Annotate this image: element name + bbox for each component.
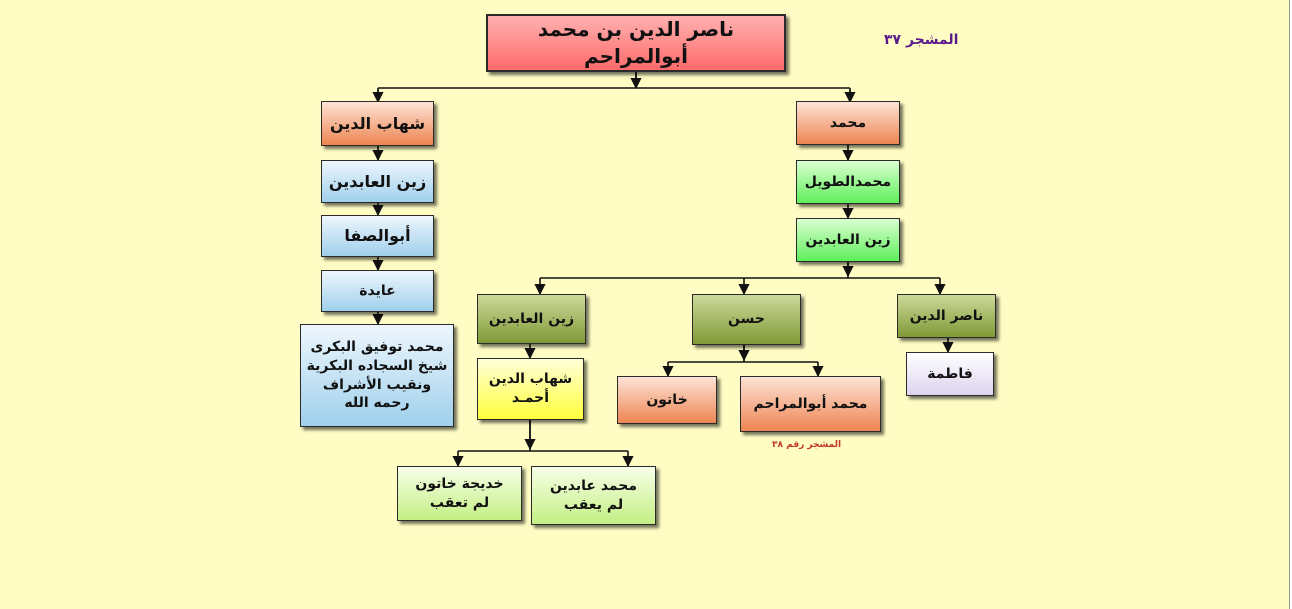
connector-shihab2-split xyxy=(458,420,628,452)
connector-zain-split xyxy=(540,262,940,279)
node-muhammad-al-tawil: محمدالطويل xyxy=(796,160,900,204)
connector-hasan-split xyxy=(668,345,818,363)
node-muhammad-tawfiq: محمد توفيق البكرى شيخ السجاده البكرية ون… xyxy=(300,324,454,427)
node-hasan: حسن xyxy=(692,294,801,345)
node-muhammad: محمد xyxy=(796,101,900,145)
note-chart-38: المشجر رقم ٣٨ xyxy=(772,440,842,450)
node-aida: عايدة xyxy=(321,270,434,312)
chart-number-label: المشجر ٣٧ xyxy=(884,32,959,48)
node-fatima: فاطمة xyxy=(906,352,994,396)
node-shihab-al-din-ahmad: شهاب الدين أحمـد xyxy=(477,358,584,420)
node-khadija-khatun: خديجة خاتون لم تعقب xyxy=(397,466,522,521)
node-abu-al-safa: أبوالصفا xyxy=(321,215,434,257)
node-root: ناصر الدين بن محمد أبوالمراحم xyxy=(486,14,786,72)
node-khatun: خاتون xyxy=(617,376,717,424)
node-zain-al-abidin-2: زين العابدين xyxy=(477,294,586,344)
node-muhammad-abidin: محمد عابدين لم يعقب xyxy=(531,466,656,525)
connector-root-split xyxy=(377,72,851,100)
node-zain-al-abidin-right: زين العابدين xyxy=(796,218,900,262)
node-shihab-al-din: شهاب الدين xyxy=(321,101,434,146)
node-muhammad-abu-al-marahim: محمد أبوالمراحم xyxy=(740,376,881,432)
node-zain-al-abidin-left: زين العابدين xyxy=(321,160,434,203)
node-nasir-al-din: ناصر الدين xyxy=(897,294,996,338)
